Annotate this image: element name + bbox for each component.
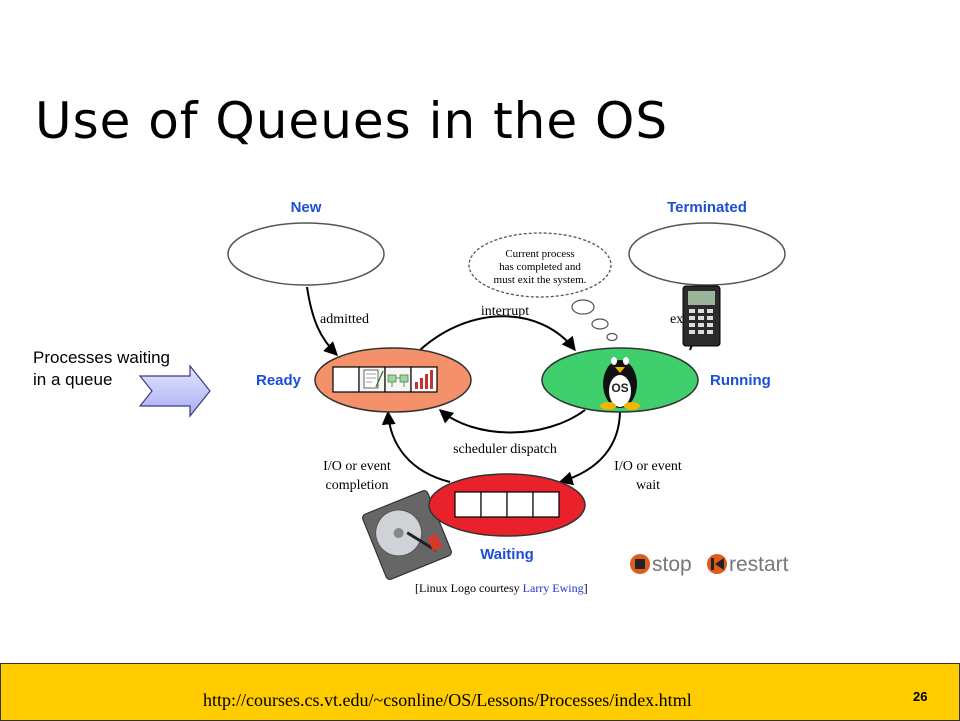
io-completion-label-2: completion (326, 478, 389, 493)
bubble-line1: Current process (505, 248, 574, 260)
state-label-running: Running (710, 372, 771, 389)
io-wait-arrow (558, 409, 621, 486)
scheduler-dispatch-label: scheduler dispatch (453, 442, 557, 457)
linux-penguin-icon: OS (600, 357, 640, 410)
stop-button[interactable]: stop (630, 553, 692, 576)
thought-bubble: Current process has completed and must e… (468, 232, 618, 342)
state-label-ready: Ready (256, 372, 302, 389)
bubble-line3: must exit the system. (494, 274, 587, 286)
credit-prefix: [Linux Logo courtesy (415, 581, 523, 595)
restart-label: restart (729, 553, 789, 576)
terminated-state-ellipse (628, 222, 786, 286)
footer-url[interactable]: http://courses.cs.vt.edu/~csonline/OS/Le… (203, 690, 692, 710)
side-label-line2: in a queue (33, 370, 113, 389)
io-completion-label-1: I/O or event (323, 459, 391, 474)
admitted-label: admitted (320, 312, 369, 327)
admitted-arrow (306, 286, 338, 356)
queue-block-arrow (138, 364, 211, 418)
io-completion-arrow (381, 410, 451, 483)
bubble-line2: has completed and (499, 261, 581, 273)
stop-label: stop (652, 553, 692, 576)
calculator-icon (682, 285, 721, 347)
image-credit: [Linux Logo courtesy Larry Ewing] (415, 581, 588, 595)
restart-button[interactable]: restart (707, 553, 789, 576)
page-number: 26 (913, 689, 928, 704)
new-state-ellipse (227, 222, 385, 286)
interrupt-arrow (419, 315, 576, 352)
side-label-line1: Processes waiting (33, 348, 171, 367)
waiting-queue (454, 491, 560, 518)
dispatch-arrow (438, 409, 586, 434)
os-badge: OS (611, 381, 628, 395)
interrupt-label: interrupt (481, 304, 529, 319)
exit-label: ex (670, 312, 683, 327)
document-icon (363, 369, 384, 389)
credit-link[interactable]: Larry Ewing (523, 581, 584, 595)
state-label-terminated: Terminated (667, 199, 747, 216)
footer-bar (0, 663, 960, 721)
hard-drive-icon (362, 490, 452, 580)
side-label: Processes waiting in a queue (33, 347, 170, 391)
io-wait-label-2: wait (636, 478, 660, 493)
ready-queue (332, 366, 438, 393)
network-icon (387, 374, 409, 387)
state-label-new: New (291, 199, 322, 216)
state-label-waiting: Waiting (480, 546, 534, 563)
io-wait-label-1: I/O or event (614, 459, 682, 474)
credit-suffix: ] (584, 581, 588, 595)
bar-chart-icon (415, 370, 433, 389)
slide-title: Use of Queues in the OS (35, 92, 669, 150)
